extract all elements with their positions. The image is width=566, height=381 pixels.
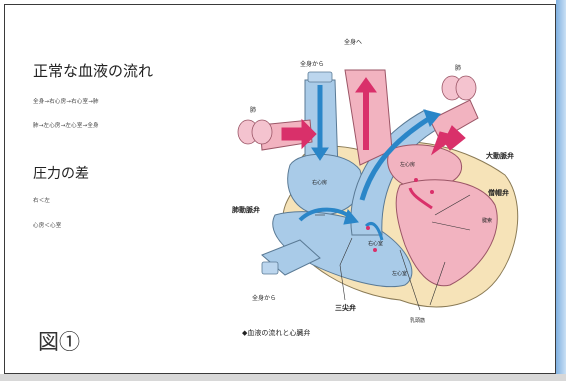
pressure-line-atrium-ventricle: 心房＜心室 bbox=[33, 223, 62, 229]
label-left-ventricle: 左心室 bbox=[392, 270, 407, 277]
label-tricuspid-valve: 三尖弁 bbox=[335, 303, 356, 312]
caption: ◆血液の流れと心臓弁 bbox=[242, 328, 310, 337]
label-chordae: 腱索 bbox=[482, 217, 492, 224]
red-flow-arrows bbox=[281, 77, 466, 210]
left-atrium-shape bbox=[387, 144, 463, 189]
lung-left-icon bbox=[237, 119, 273, 145]
valve-dots bbox=[366, 178, 434, 252]
chordae-lines bbox=[315, 194, 471, 311]
inferior-cava-cap bbox=[261, 261, 279, 275]
flow-line-venous: 全身→右心房→右心室→肺 bbox=[33, 99, 99, 105]
label-pulmonary-valve: 肺動脈弁 bbox=[232, 205, 260, 214]
label-left-atrium: 左心房 bbox=[400, 161, 415, 168]
window-edge-right bbox=[556, 0, 566, 381]
label-aortic-valve: 大動脈弁 bbox=[486, 151, 514, 160]
title-pressure-difference: 圧力の差 bbox=[33, 166, 89, 182]
label-lung-right: 肺 bbox=[455, 65, 461, 72]
label-from-body-bottom: 全身から bbox=[252, 294, 276, 302]
pressure-line-right-left: 右＜左 bbox=[33, 198, 51, 204]
left-ventricle-shape bbox=[395, 179, 498, 287]
flow-line-arterial: 肺→左心房→左心室→全身 bbox=[33, 123, 99, 129]
figure-label: 図① bbox=[38, 330, 80, 354]
title-normal-flow: 正常な血液の流れ bbox=[33, 62, 154, 80]
label-from-body-top: 全身から bbox=[300, 60, 324, 68]
label-to-body: 全身へ bbox=[344, 38, 362, 46]
vena-cava-cap bbox=[307, 71, 333, 83]
label-lung-left: 肺 bbox=[250, 107, 256, 114]
label-right-atrium: 右心房 bbox=[312, 179, 327, 186]
label-papillary-muscle: 乳頭筋 bbox=[410, 317, 425, 324]
lung-right-icon bbox=[441, 75, 477, 101]
blue-flow-arrows bbox=[298, 85, 441, 241]
right-pulmonary-vessel bbox=[429, 99, 479, 141]
label-right-ventricle: 右心室 bbox=[368, 240, 383, 247]
label-mitral-valve: 僧帽弁 bbox=[487, 188, 509, 197]
window-edge-bottom bbox=[0, 374, 566, 381]
